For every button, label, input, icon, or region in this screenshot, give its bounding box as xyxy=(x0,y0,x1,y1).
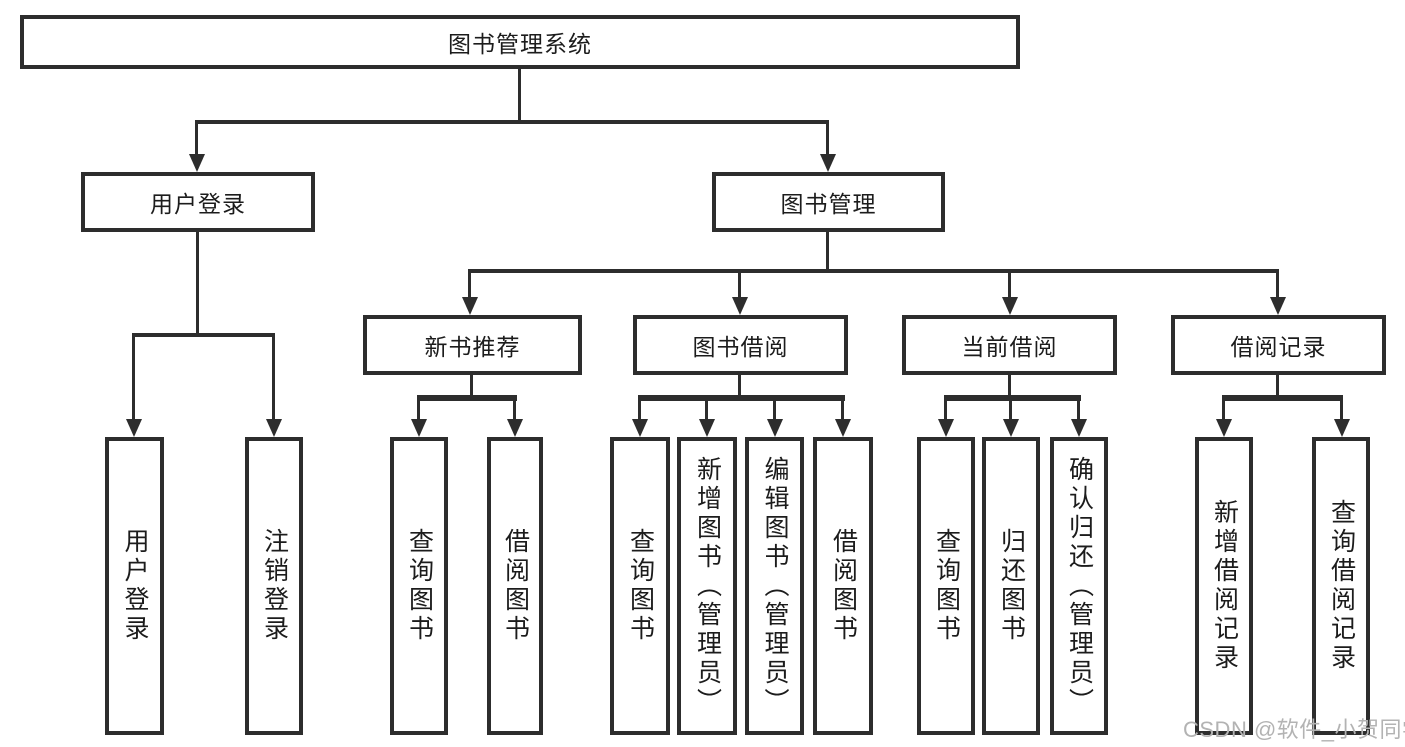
leaf-bb-query-books: 查询图书 xyxy=(610,437,670,735)
leaf-br-add-record-label: 新增借阅记录 xyxy=(1210,499,1239,673)
node-user-login: 用户登录 xyxy=(81,172,315,232)
leaf-rec-borrow-books-label: 借阅图书 xyxy=(501,528,530,644)
connector-drop-bb-query-books xyxy=(638,395,641,421)
connector-root-stub xyxy=(518,68,521,124)
connector-drop-bb-borrow-books xyxy=(841,395,844,421)
node-book-borrow: 图书借阅 xyxy=(633,315,848,375)
connector-drop-cb-query-books xyxy=(944,395,947,421)
connector-user-login-bar xyxy=(134,333,275,337)
leaf-logout-label: 注销登录 xyxy=(260,528,289,644)
connector-drop-rec-query-books xyxy=(417,395,420,421)
arrow-down-icon xyxy=(126,419,142,437)
arrow-down-icon xyxy=(732,297,748,315)
node-user-login-label: 用户登录 xyxy=(150,191,246,217)
connector-drop-leaf-logout xyxy=(272,333,275,421)
leaf-logout: 注销登录 xyxy=(245,437,303,735)
node-current-borrow-label: 当前借阅 xyxy=(961,334,1058,360)
leaf-br-add-record: 新增借阅记录 xyxy=(1195,437,1253,735)
connector-borrow-records-bar xyxy=(1222,395,1343,401)
arrow-down-icon xyxy=(507,419,523,437)
arrow-down-icon xyxy=(1071,419,1087,437)
leaf-br-query-record: 查询借阅记录 xyxy=(1312,437,1370,735)
arrow-down-icon xyxy=(1270,297,1286,315)
connector-drop-user-login xyxy=(195,120,198,158)
connector-book-borrow-stub xyxy=(738,375,741,401)
leaf-bb-query-books-label: 查询图书 xyxy=(626,528,655,644)
leaf-bb-add-books-admin: 新增图书（管理员） xyxy=(677,437,737,735)
connector-root-bar xyxy=(197,120,828,124)
leaf-cb-confirm-return-admin-label: 确认归还（管理员） xyxy=(1065,455,1094,717)
connector-drop-cb-return-books xyxy=(1009,395,1012,421)
leaf-bb-add-books-admin-label: 新增图书（管理员） xyxy=(693,455,722,717)
connector-drop-cb-confirm-return xyxy=(1077,395,1080,421)
connector-drop-bb-edit-books xyxy=(773,395,776,421)
connector-drop-current-borrow xyxy=(1008,269,1011,301)
leaf-cb-return-books-label: 归还图书 xyxy=(997,528,1026,644)
leaf-rec-borrow-books: 借阅图书 xyxy=(487,437,543,735)
leaf-cb-confirm-return-admin: 确认归还（管理员） xyxy=(1050,437,1108,735)
connector-drop-book-borrow xyxy=(738,269,741,301)
node-borrow-records-label: 借阅记录 xyxy=(1230,334,1327,360)
leaf-bb-edit-books-admin-label: 编辑图书（管理员） xyxy=(761,455,789,717)
connector-drop-br-add-record xyxy=(1222,395,1225,421)
connector-book-borrow-bar xyxy=(638,395,845,401)
node-new-book-recommend-label: 新书推荐 xyxy=(424,334,521,360)
connector-drop-borrow-records xyxy=(1276,269,1279,301)
connector-borrow-records-stub xyxy=(1276,375,1279,401)
arrow-down-icon xyxy=(1216,419,1232,437)
connector-current-borrow-stub xyxy=(1008,375,1011,401)
csdn-watermark: CSDN @软件_小贺同学 xyxy=(1183,717,1405,742)
connector-drop-bb-add-books xyxy=(705,395,708,421)
leaf-rec-query-books: 查询图书 xyxy=(390,437,448,735)
arrow-down-icon xyxy=(820,154,836,172)
connector-current-borrow-bar xyxy=(944,395,1081,401)
leaf-bb-borrow-books: 借阅图书 xyxy=(813,437,873,735)
connector-drop-rec-borrow-books xyxy=(513,395,516,421)
arrow-down-icon xyxy=(266,419,282,437)
leaf-cb-query-books: 查询图书 xyxy=(917,437,975,735)
node-current-borrow: 当前借阅 xyxy=(902,315,1117,375)
arrow-down-icon xyxy=(189,154,205,172)
node-book-management-label: 图书管理 xyxy=(780,191,877,217)
leaf-user-login-label: 用户登录 xyxy=(121,528,149,644)
connector-drop-br-query-record xyxy=(1340,395,1343,421)
arrow-down-icon xyxy=(462,297,478,315)
node-book-management: 图书管理 xyxy=(712,172,945,232)
node-borrow-records: 借阅记录 xyxy=(1171,315,1386,375)
arrow-down-icon xyxy=(835,419,851,437)
leaf-bb-borrow-books-label: 借阅图书 xyxy=(829,528,858,644)
connector-drop-new-book-recommend xyxy=(468,269,471,301)
leaf-bb-edit-books-admin: 编辑图书（管理员） xyxy=(745,437,804,735)
leaf-cb-query-books-label: 查询图书 xyxy=(932,528,961,644)
connector-user-login-stub xyxy=(196,232,199,335)
arrow-down-icon xyxy=(1002,297,1018,315)
node-root-label: 图书管理系统 xyxy=(448,31,592,57)
connector-drop-leaf-user-login xyxy=(132,333,135,421)
connector-new-book-recommend-stub xyxy=(470,375,473,401)
arrow-down-icon xyxy=(699,419,715,437)
leaf-br-query-record-label: 查询借阅记录 xyxy=(1327,499,1356,673)
node-book-borrow-label: 图书借阅 xyxy=(692,334,789,360)
node-new-book-recommend: 新书推荐 xyxy=(363,315,582,375)
connector-book-management-bar xyxy=(470,269,1278,273)
connector-drop-book-management xyxy=(826,120,829,158)
arrow-down-icon xyxy=(1334,419,1350,437)
leaf-user-login: 用户登录 xyxy=(105,437,164,735)
arrow-down-icon xyxy=(1003,419,1019,437)
arrow-down-icon xyxy=(632,419,648,437)
arrow-down-icon xyxy=(411,419,427,437)
arrow-down-icon xyxy=(767,419,783,437)
leaf-cb-return-books: 归还图书 xyxy=(982,437,1040,735)
connector-new-book-recommend-bar xyxy=(417,395,517,401)
node-root: 图书管理系统 xyxy=(20,15,1020,69)
arrow-down-icon xyxy=(938,419,954,437)
connector-book-management-stub xyxy=(826,232,829,271)
leaf-rec-query-books-label: 查询图书 xyxy=(405,528,434,644)
